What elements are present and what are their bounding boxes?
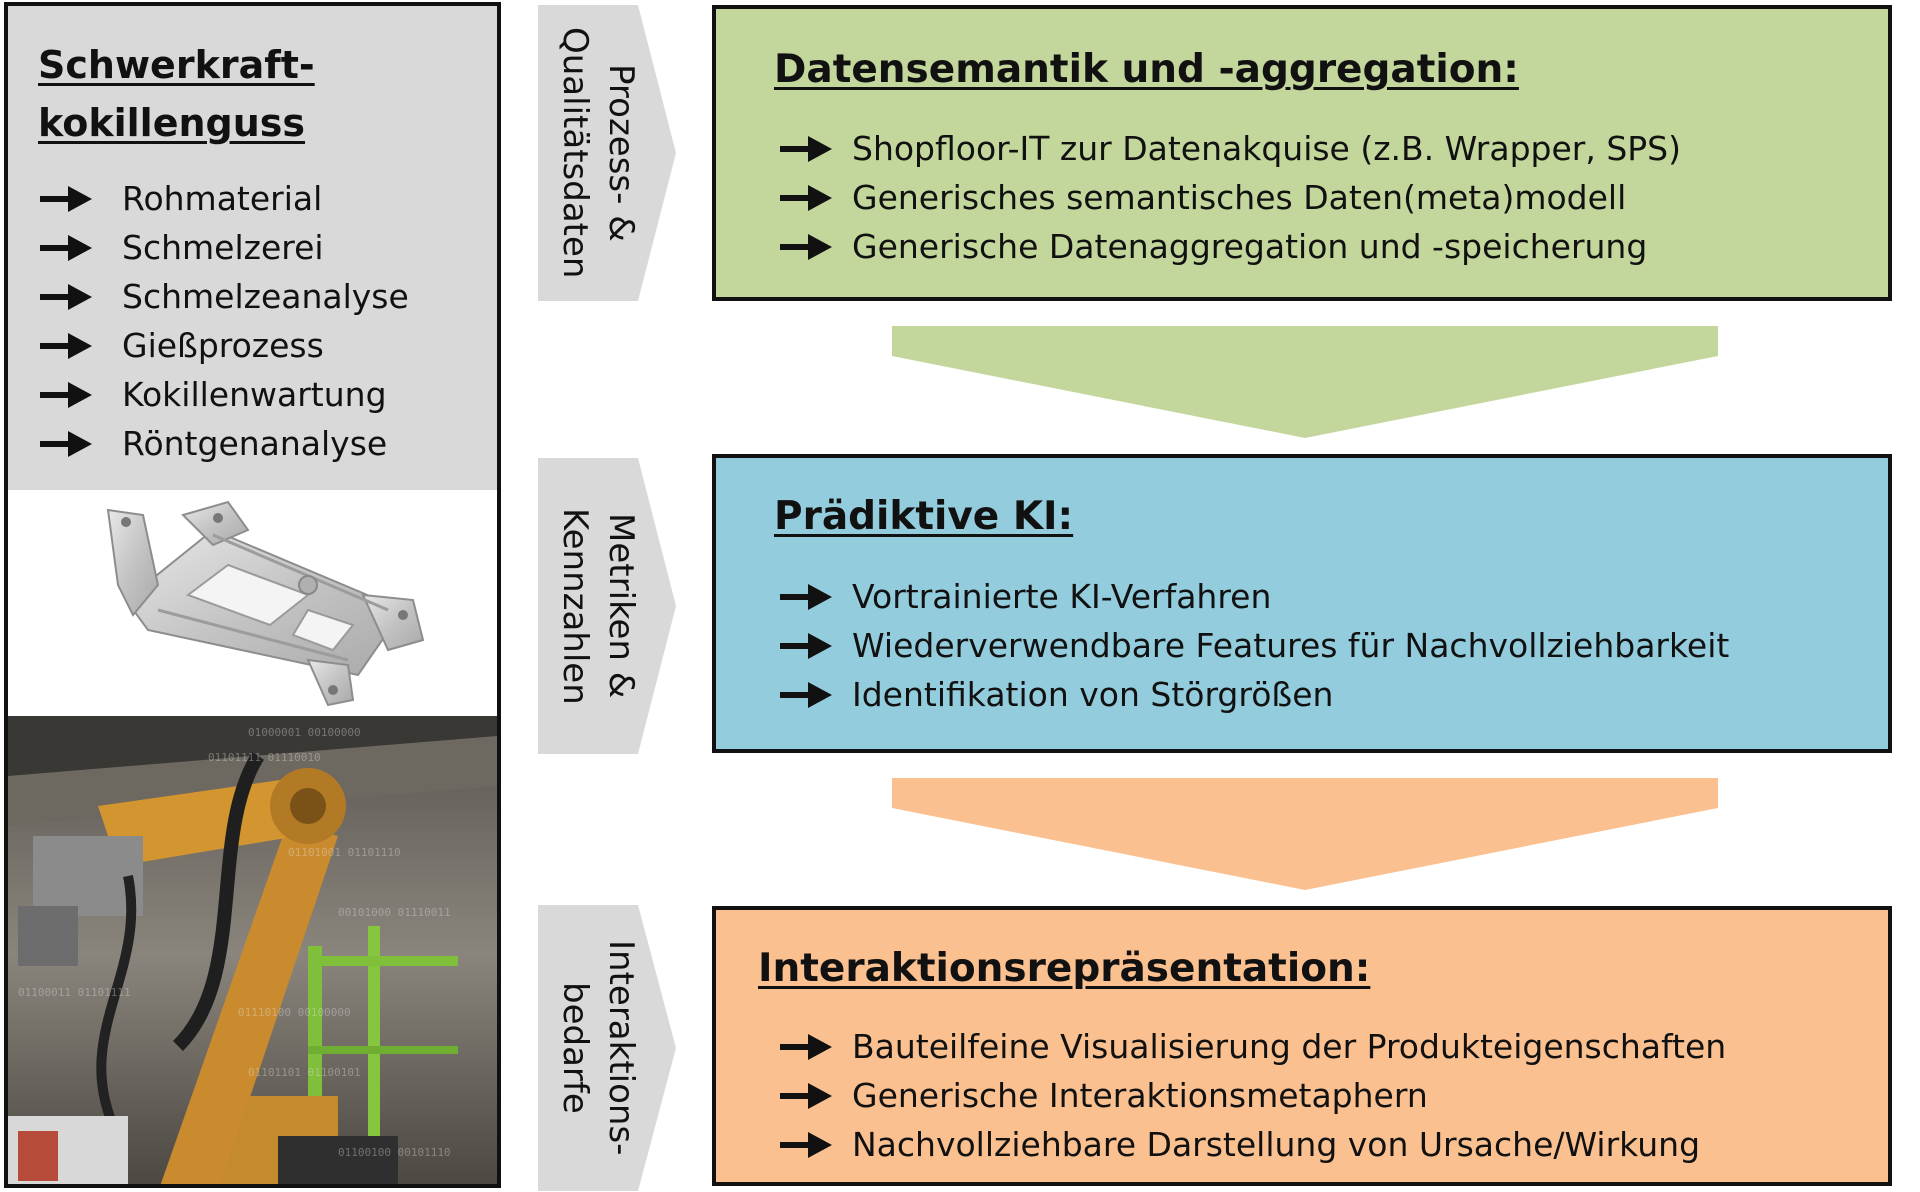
interaction-representation-box: Interaktionsrepräsentation: Bauteilfeine… xyxy=(712,906,1892,1186)
arrow-right-icon xyxy=(40,234,92,261)
svg-text:01101111 01110010: 01101111 01110010 xyxy=(208,751,321,764)
list-item: Generische Interaktionsmetaphern xyxy=(780,1071,1726,1120)
process-panel: Schwerkraft- kokillenguss Rohmaterial Sc… xyxy=(4,2,501,1188)
arrow-right-icon xyxy=(780,632,832,659)
arrow-right-icon xyxy=(780,1082,832,1109)
arrow-right-icon xyxy=(780,1131,832,1158)
box-list: Vortrainierte KI-Verfahren Wiederverwend… xyxy=(780,572,1729,719)
list-item-label: Röntgenanalyse xyxy=(122,424,388,463)
process-steps-list: Rohmaterial Schmelzerei Schmelzeanalyse … xyxy=(40,174,409,468)
box-title: Interaktionsrepräsentation: xyxy=(758,946,1371,991)
list-item: Identifikation von Störgrößen xyxy=(780,670,1729,719)
svg-text:01100011 01101111: 01100011 01101111 xyxy=(18,986,131,999)
svg-text:01101001 01101110: 01101001 01101110 xyxy=(288,846,401,859)
box-title: Prädiktive KI: xyxy=(774,494,1074,539)
list-item-label: Rohmaterial xyxy=(122,179,323,218)
list-item: Wiederverwendbare Features für Nachvollz… xyxy=(780,621,1729,670)
arrow-right-icon xyxy=(780,184,832,211)
chevron-metrics: Metriken & Kennzahlen xyxy=(538,458,678,754)
list-item: Generische Datenaggregation und -speiche… xyxy=(780,222,1681,271)
arrow-right-icon xyxy=(40,381,92,408)
arrow-right-icon xyxy=(40,185,92,212)
list-item-label: Nachvollziehbare Darstellung von Ursache… xyxy=(852,1125,1701,1164)
box-list: Shopfloor-IT zur Datenakquise (z.B. Wrap… xyxy=(780,124,1681,271)
list-item-label: Generische Interaktionsmetaphern xyxy=(852,1076,1428,1115)
svg-text:01000001 00100000: 01000001 00100000 xyxy=(248,726,361,739)
list-item: Schmelzeanalyse xyxy=(40,272,409,321)
box-list: Bauteilfeine Visualisierung der Produkte… xyxy=(780,1022,1726,1169)
cast-part-icon xyxy=(8,490,497,716)
process-panel-title: Schwerkraft- kokillenguss xyxy=(38,43,315,145)
arrow-right-icon xyxy=(40,283,92,310)
list-item-label: Gießprozess xyxy=(122,326,324,365)
arrow-right-icon xyxy=(780,681,832,708)
chevron-label: Prozess- & Qualitätsdaten xyxy=(555,27,641,279)
data-semantics-box: Datensemantik und -aggregation: Shopfloo… xyxy=(712,5,1892,301)
list-item: Nachvollziehbare Darstellung von Ursache… xyxy=(780,1120,1726,1169)
list-item-label: Vortrainierte KI-Verfahren xyxy=(852,577,1272,616)
arrow-right-icon xyxy=(40,332,92,359)
list-item-label: Kokillenwartung xyxy=(122,375,387,414)
arrow-right-icon xyxy=(40,430,92,457)
list-item-label: Bauteilfeine Visualisierung der Produkte… xyxy=(852,1027,1727,1066)
list-item: Vortrainierte KI-Verfahren xyxy=(780,572,1729,621)
svg-text:01100100 00101110: 01100100 00101110 xyxy=(338,1146,451,1159)
list-item: Bauteilfeine Visualisierung der Produkte… xyxy=(780,1022,1726,1071)
robot-foundry-photo: 01000001 00100000 01101111 01110010 0110… xyxy=(8,716,497,1184)
arrow-right-icon xyxy=(780,135,832,162)
list-item-label: Shopfloor-IT zur Datenakquise (z.B. Wrap… xyxy=(852,129,1681,168)
funnel-arrow-green xyxy=(892,326,1718,438)
list-item: Gießprozess xyxy=(40,321,409,370)
arrow-right-icon xyxy=(780,583,832,610)
list-item-label: Identifikation von Störgrößen xyxy=(852,675,1334,714)
process-panel-text-area: Schwerkraft- kokillenguss Rohmaterial Sc… xyxy=(8,6,497,490)
chevron-interaction-needs: Interaktions- bedarfe xyxy=(538,905,678,1191)
list-item: Kokillenwartung xyxy=(40,370,409,419)
svg-text:00101000 01110011: 00101000 01110011 xyxy=(338,906,451,919)
list-item: Röntgenanalyse xyxy=(40,419,409,468)
chevron-label: Interaktions- bedarfe xyxy=(555,940,641,1156)
funnel-arrow-orange xyxy=(892,778,1718,890)
list-item-label: Schmelzerei xyxy=(122,228,324,267)
svg-text:01101101 01100101: 01101101 01100101 xyxy=(248,1066,361,1079)
list-item-label: Wiederverwendbare Features für Nachvollz… xyxy=(852,626,1730,665)
list-item: Generisches semantisches Daten(meta)mode… xyxy=(780,173,1681,222)
svg-text:01110100 00100000: 01110100 00100000 xyxy=(238,1006,351,1019)
list-item: Schmelzerei xyxy=(40,223,409,272)
box-title: Datensemantik und -aggregation: xyxy=(774,47,1519,92)
list-item-label: Schmelzeanalyse xyxy=(122,277,409,316)
list-item-label: Generisches semantisches Daten(meta)mode… xyxy=(852,178,1627,217)
list-item: Rohmaterial xyxy=(40,174,409,223)
list-item-label: Generische Datenaggregation und -speiche… xyxy=(852,227,1648,266)
list-item: Shopfloor-IT zur Datenakquise (z.B. Wrap… xyxy=(780,124,1681,173)
arrow-right-icon xyxy=(780,233,832,260)
arrow-right-icon xyxy=(780,1033,832,1060)
chevron-label: Metriken & Kennzahlen xyxy=(555,507,641,705)
chevron-process-quality-data: Prozess- & Qualitätsdaten xyxy=(538,5,678,301)
predictive-ai-box: Prädiktive KI: Vortrainierte KI-Verfahre… xyxy=(712,454,1892,753)
